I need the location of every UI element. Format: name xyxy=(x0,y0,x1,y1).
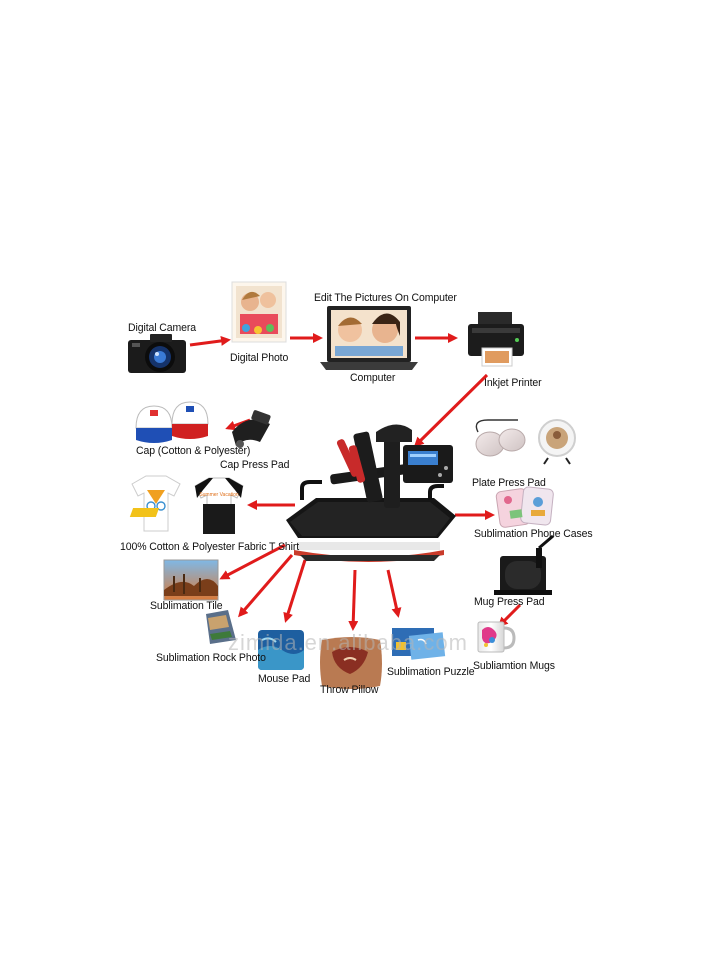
label-plate-press-pad: Plate Press Pad xyxy=(472,476,546,490)
arrow-press-to-pillow xyxy=(348,569,359,631)
photo-image xyxy=(231,281,287,343)
mug-image xyxy=(477,621,516,653)
label-t-shirt: 100% Cotton & Polyester Fabric T Shirt xyxy=(120,540,300,554)
label-mugs: Subliamtion Mugs xyxy=(473,659,555,673)
throw-pillow-image xyxy=(320,637,382,689)
arrow-camera-to-photo xyxy=(189,335,231,347)
label-edit-pictures: Edit The Pictures On Computer xyxy=(314,291,457,305)
arrow-mugpad-to-mug xyxy=(497,603,522,628)
label-mouse-pad: Mouse Pad xyxy=(258,672,311,686)
mug-press-pad-image xyxy=(494,534,554,595)
watermark-text: zimida.en.alibaba.com xyxy=(228,630,468,655)
label-digital-camera: Digital Camera xyxy=(128,321,197,335)
label-throw-pillow: Throw Pillow xyxy=(320,683,379,697)
printer-icon xyxy=(468,312,524,367)
label-cap-press-pad: Cap Press Pad xyxy=(220,458,290,472)
cap-press-pad-image xyxy=(232,410,271,448)
puzzle-image xyxy=(392,628,446,660)
label-cap: Cap (Cotton & Polyester) xyxy=(136,444,251,458)
tshirts-image xyxy=(131,475,244,534)
sublimation-tile-image xyxy=(163,559,219,601)
flow-arrows xyxy=(189,333,522,631)
heat-press-machine-image xyxy=(129,424,456,562)
arrow-printer-to-press xyxy=(413,373,489,448)
label-digital-photo: Digital Photo xyxy=(230,351,289,365)
laptop-computer-icon xyxy=(320,306,418,370)
mouse-pad-image xyxy=(258,630,304,670)
phone-cases-image xyxy=(495,486,554,528)
rock-photo-image xyxy=(206,610,236,644)
arrow-press-to-rock xyxy=(238,554,294,618)
arrow-press-to-tile xyxy=(219,543,286,580)
label-sublimation-tile: Sublimation Tile xyxy=(150,599,223,613)
arrow-press-to-mousepad xyxy=(283,559,307,623)
label-puzzle: Sublimation Puzzle xyxy=(387,665,475,679)
label-inkjet-printer: Inkjet Printer xyxy=(484,376,542,390)
camera-icon xyxy=(128,334,186,373)
label-phone-cases: Sublimation Phone Cases xyxy=(474,527,593,541)
tshirt-print-text: Summer Vacation xyxy=(199,492,239,498)
arrow-press-to-puzzle xyxy=(386,569,402,618)
plate-press-pad-image xyxy=(475,419,576,465)
label-computer: Computer xyxy=(350,371,396,385)
label-mug-press-pad: Mug Press Pad xyxy=(474,595,545,609)
label-rock-photo: Sublimation Rock Photo xyxy=(156,651,266,665)
caps-image xyxy=(135,401,209,443)
